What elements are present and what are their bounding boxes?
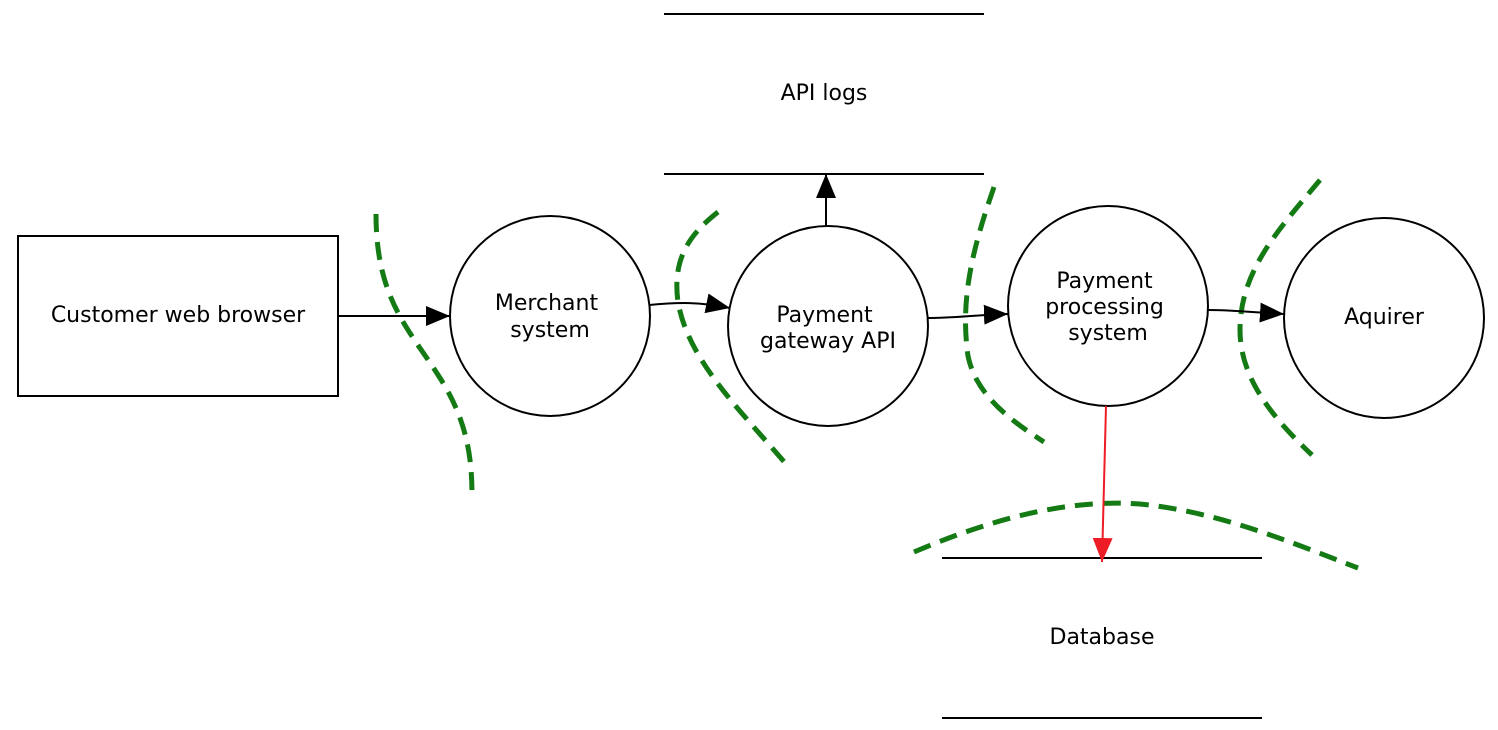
payment-gateway-label-line-2: gateway API <box>760 329 896 354</box>
merchant-system-label: Merchant system <box>495 291 605 343</box>
process-payment-gateway-api: Payment gateway API <box>727 225 929 427</box>
process-merchant-system: Merchant system <box>449 215 651 417</box>
trust-boundary-processing-acquirer <box>1237 178 1322 457</box>
payment-processing-label-line-2: processing <box>1045 295 1164 320</box>
data-store-api-logs: API logs <box>664 13 984 175</box>
flow-merchant-to-gateway <box>648 293 731 314</box>
database-label: Database <box>1050 625 1155 650</box>
payment-gateway-label: Payment gateway API <box>760 303 896 354</box>
external-entity-customer-browser: Customer web browser <box>17 235 339 397</box>
flow-gateway-to-processing <box>927 304 1009 325</box>
data-flows <box>338 174 1285 563</box>
payment-processing-label-line-1: Payment <box>1056 269 1153 294</box>
trust-boundary-merchant-gateway <box>674 210 788 466</box>
merchant-system-label-line-1: Merchant <box>495 291 599 316</box>
acquirer-label: Aquirer <box>1344 305 1425 330</box>
payment-processing-label-line-3: system <box>1068 321 1148 346</box>
payment-gateway-label-line-1: Payment <box>776 303 873 328</box>
process-acquirer: Aquirer <box>1283 217 1485 419</box>
trust-boundary-gateway-processing <box>963 186 1046 445</box>
api-logs-label: API logs <box>781 81 868 106</box>
merchant-system-label-line-2: system <box>510 318 590 343</box>
process-payment-processing-system: Payment processing system <box>1007 205 1209 407</box>
flow-processing-to-acquirer <box>1207 302 1285 323</box>
trust-boundary-processing-database <box>913 500 1359 571</box>
flow-processing-to-database <box>1092 405 1113 563</box>
trust-boundaries <box>373 178 1359 571</box>
data-store-database: Database <box>942 557 1262 719</box>
trust-boundary-browser-merchant <box>373 213 475 497</box>
payment-processing-label: Payment processing system <box>1045 269 1171 346</box>
customer-browser-label: Customer web browser <box>51 303 306 328</box>
